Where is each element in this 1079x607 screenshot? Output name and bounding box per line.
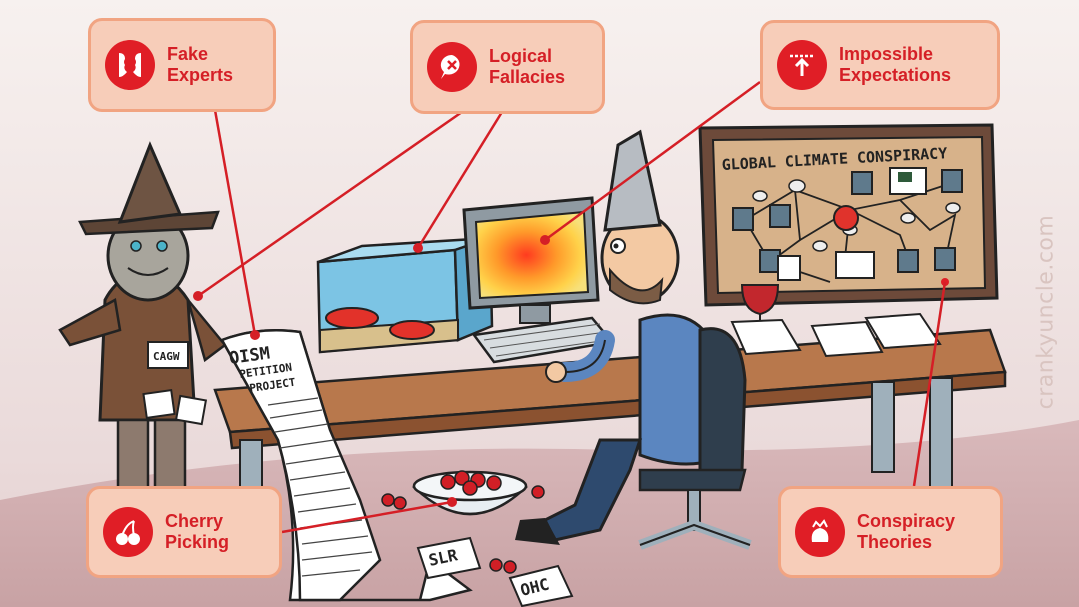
tinfoil-hat-head-icon bbox=[795, 507, 845, 557]
faces-vase-icon bbox=[105, 40, 155, 90]
watermark: crankyuncle.com bbox=[1033, 214, 1059, 410]
office-chair bbox=[638, 327, 752, 550]
cherries-icon bbox=[103, 507, 153, 557]
label-conspiracy-theories-text: Conspiracy Theories bbox=[857, 511, 956, 552]
petition-scroll: OISM PETITION PROJECT bbox=[220, 328, 473, 602]
scarecrow: CAGW bbox=[58, 141, 227, 492]
label-logical-fallacies: Logical Fallacies bbox=[410, 20, 605, 114]
desk-papers bbox=[730, 312, 942, 358]
callout-lines bbox=[197, 80, 947, 534]
label-logical-fallacies-text: Logical Fallacies bbox=[489, 46, 566, 87]
cherry-bowl bbox=[381, 470, 545, 574]
label-fake-experts-text: Fake Experts bbox=[167, 44, 234, 85]
speech-bubble-x-icon bbox=[427, 42, 477, 92]
label-conspiracy-theories: Conspiracy Theories bbox=[778, 486, 1003, 578]
arrow-up-limit-icon bbox=[777, 40, 827, 90]
label-impossible-expectations-text: Impossible Expectations bbox=[839, 44, 952, 85]
svg-text:CAGW: CAGW bbox=[153, 350, 180, 363]
label-cherry-picking: Cherry Picking bbox=[86, 486, 282, 578]
label-cherry-picking-text: Cherry Picking bbox=[165, 511, 230, 552]
svg-text:PROJECT: PROJECT bbox=[249, 376, 297, 395]
floor-cards: SLR OHC bbox=[416, 536, 574, 607]
label-impossible-expectations: Impossible Expectations bbox=[760, 20, 1000, 110]
conspiracy-board: GLOBAL CLIMATE CONSPIRACY bbox=[698, 123, 999, 307]
fish-tank bbox=[316, 236, 494, 354]
label-fake-experts: Fake Experts bbox=[88, 18, 276, 112]
